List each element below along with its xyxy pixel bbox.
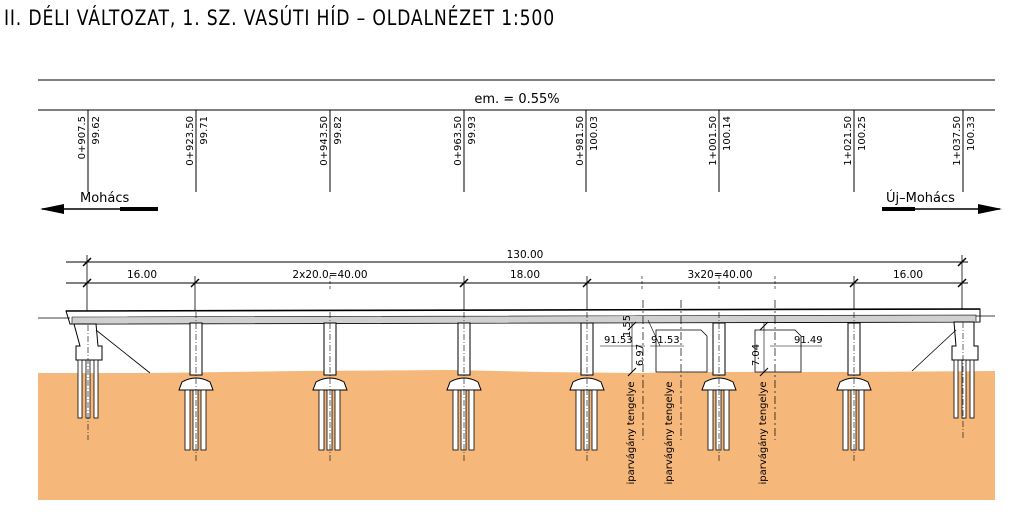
station-chainage: 0+981.50: [575, 116, 586, 166]
rail-axis-2: 91.53 iparvágány tengelye: [647, 300, 684, 485]
station-elevation: 99.71: [199, 116, 210, 145]
pier: [178, 312, 214, 462]
gradient-label: em. = 0.55%: [474, 92, 559, 107]
station-chainage: 0+907.5: [77, 116, 88, 159]
ground-fill: [38, 370, 995, 500]
rail-elevation-label: 91.53: [651, 335, 680, 346]
rail-clearance-label: 7.04: [751, 344, 762, 366]
pile: [318, 389, 325, 451]
pile: [583, 389, 590, 451]
pile: [200, 389, 207, 451]
rail-elevation-label: 91.53: [604, 335, 633, 346]
station-chainage: 0+943.50: [319, 116, 330, 166]
direction-left-label: Mohács: [80, 191, 130, 206]
span-label: 2x20.0=40.00: [292, 269, 367, 281]
rail-elevation-label: 91.49: [794, 335, 823, 346]
rail-cut-label: 1.55: [622, 315, 633, 337]
direction-left: Mohács: [40, 191, 158, 214]
span-label: 16.00: [127, 269, 157, 281]
pier: [701, 312, 737, 462]
station-elevation: 100.33: [966, 116, 977, 151]
abutment-left: [73, 323, 151, 440]
station-chainage: 0+923.50: [185, 116, 196, 166]
rail-clearance-label: 6.97: [635, 344, 646, 366]
rail-axis-label: iparvágány tengelye: [663, 381, 675, 484]
pile: [715, 389, 722, 451]
pier: [569, 312, 605, 462]
arrow-right-icon: [978, 204, 1002, 214]
pile: [707, 389, 714, 451]
rail-axis-3: 7.04 91.49 iparvágány tengelye: [751, 300, 823, 485]
direction-right-label: Új–Mohács: [886, 190, 955, 206]
pile: [858, 389, 865, 451]
total-length-label: 130.00: [507, 249, 544, 261]
bridge-deck: [38, 308, 995, 325]
pier: [312, 312, 348, 462]
span-label: 18.00: [510, 269, 540, 281]
span-label: 3x20=40.00: [687, 269, 752, 281]
station-elevation: 99.82: [333, 116, 344, 145]
direction-right: Új–Mohács: [882, 190, 1002, 214]
span-label: 16.00: [893, 269, 923, 281]
rail-axis-label: iparvágány tengelye: [757, 381, 769, 484]
dimension-spans: 16.00 2x20.0=40.00 18.00 3x20=40.00 16.0…: [66, 269, 968, 312]
pile: [460, 389, 467, 451]
pile: [575, 389, 582, 451]
station-chainage: 1+001.50: [708, 116, 719, 166]
station-elevation: 100.03: [589, 116, 600, 151]
clearance-box-1: [655, 329, 708, 373]
drawing-title: II. DÉLI VÁLTOZAT, 1. SZ. VASÚTI HÍD – O…: [4, 6, 555, 30]
piers: [178, 312, 872, 462]
pile: [192, 389, 199, 451]
pile: [452, 389, 459, 451]
pile: [842, 389, 849, 451]
station-elevation: 99.93: [467, 116, 478, 145]
pier: [446, 312, 482, 462]
station-chainage: 1+037.50: [952, 116, 963, 166]
pile: [591, 389, 598, 451]
station-chainage: 0+963.50: [453, 116, 464, 166]
station-elevation: 99.62: [91, 116, 102, 145]
rail-axis-label: iparvágány tengelye: [625, 381, 637, 484]
pile: [468, 389, 475, 451]
pile: [326, 389, 333, 451]
abutment-right: [911, 321, 979, 440]
station-elevation: 100.25: [857, 116, 868, 151]
rail-axis-1: 1.55 91.53 6.97 iparvágány tengelye: [600, 300, 646, 485]
pile: [723, 389, 730, 451]
dimension-total: 130.00: [66, 249, 968, 312]
pier: [836, 312, 872, 462]
station-chainage: 1+021.50: [843, 116, 854, 166]
arrow-left-icon: [40, 204, 64, 214]
clearance-box-2: [754, 329, 802, 373]
station-elevation: 100.14: [722, 116, 733, 151]
pile: [184, 389, 191, 451]
pile: [850, 389, 857, 451]
pile: [334, 389, 341, 451]
